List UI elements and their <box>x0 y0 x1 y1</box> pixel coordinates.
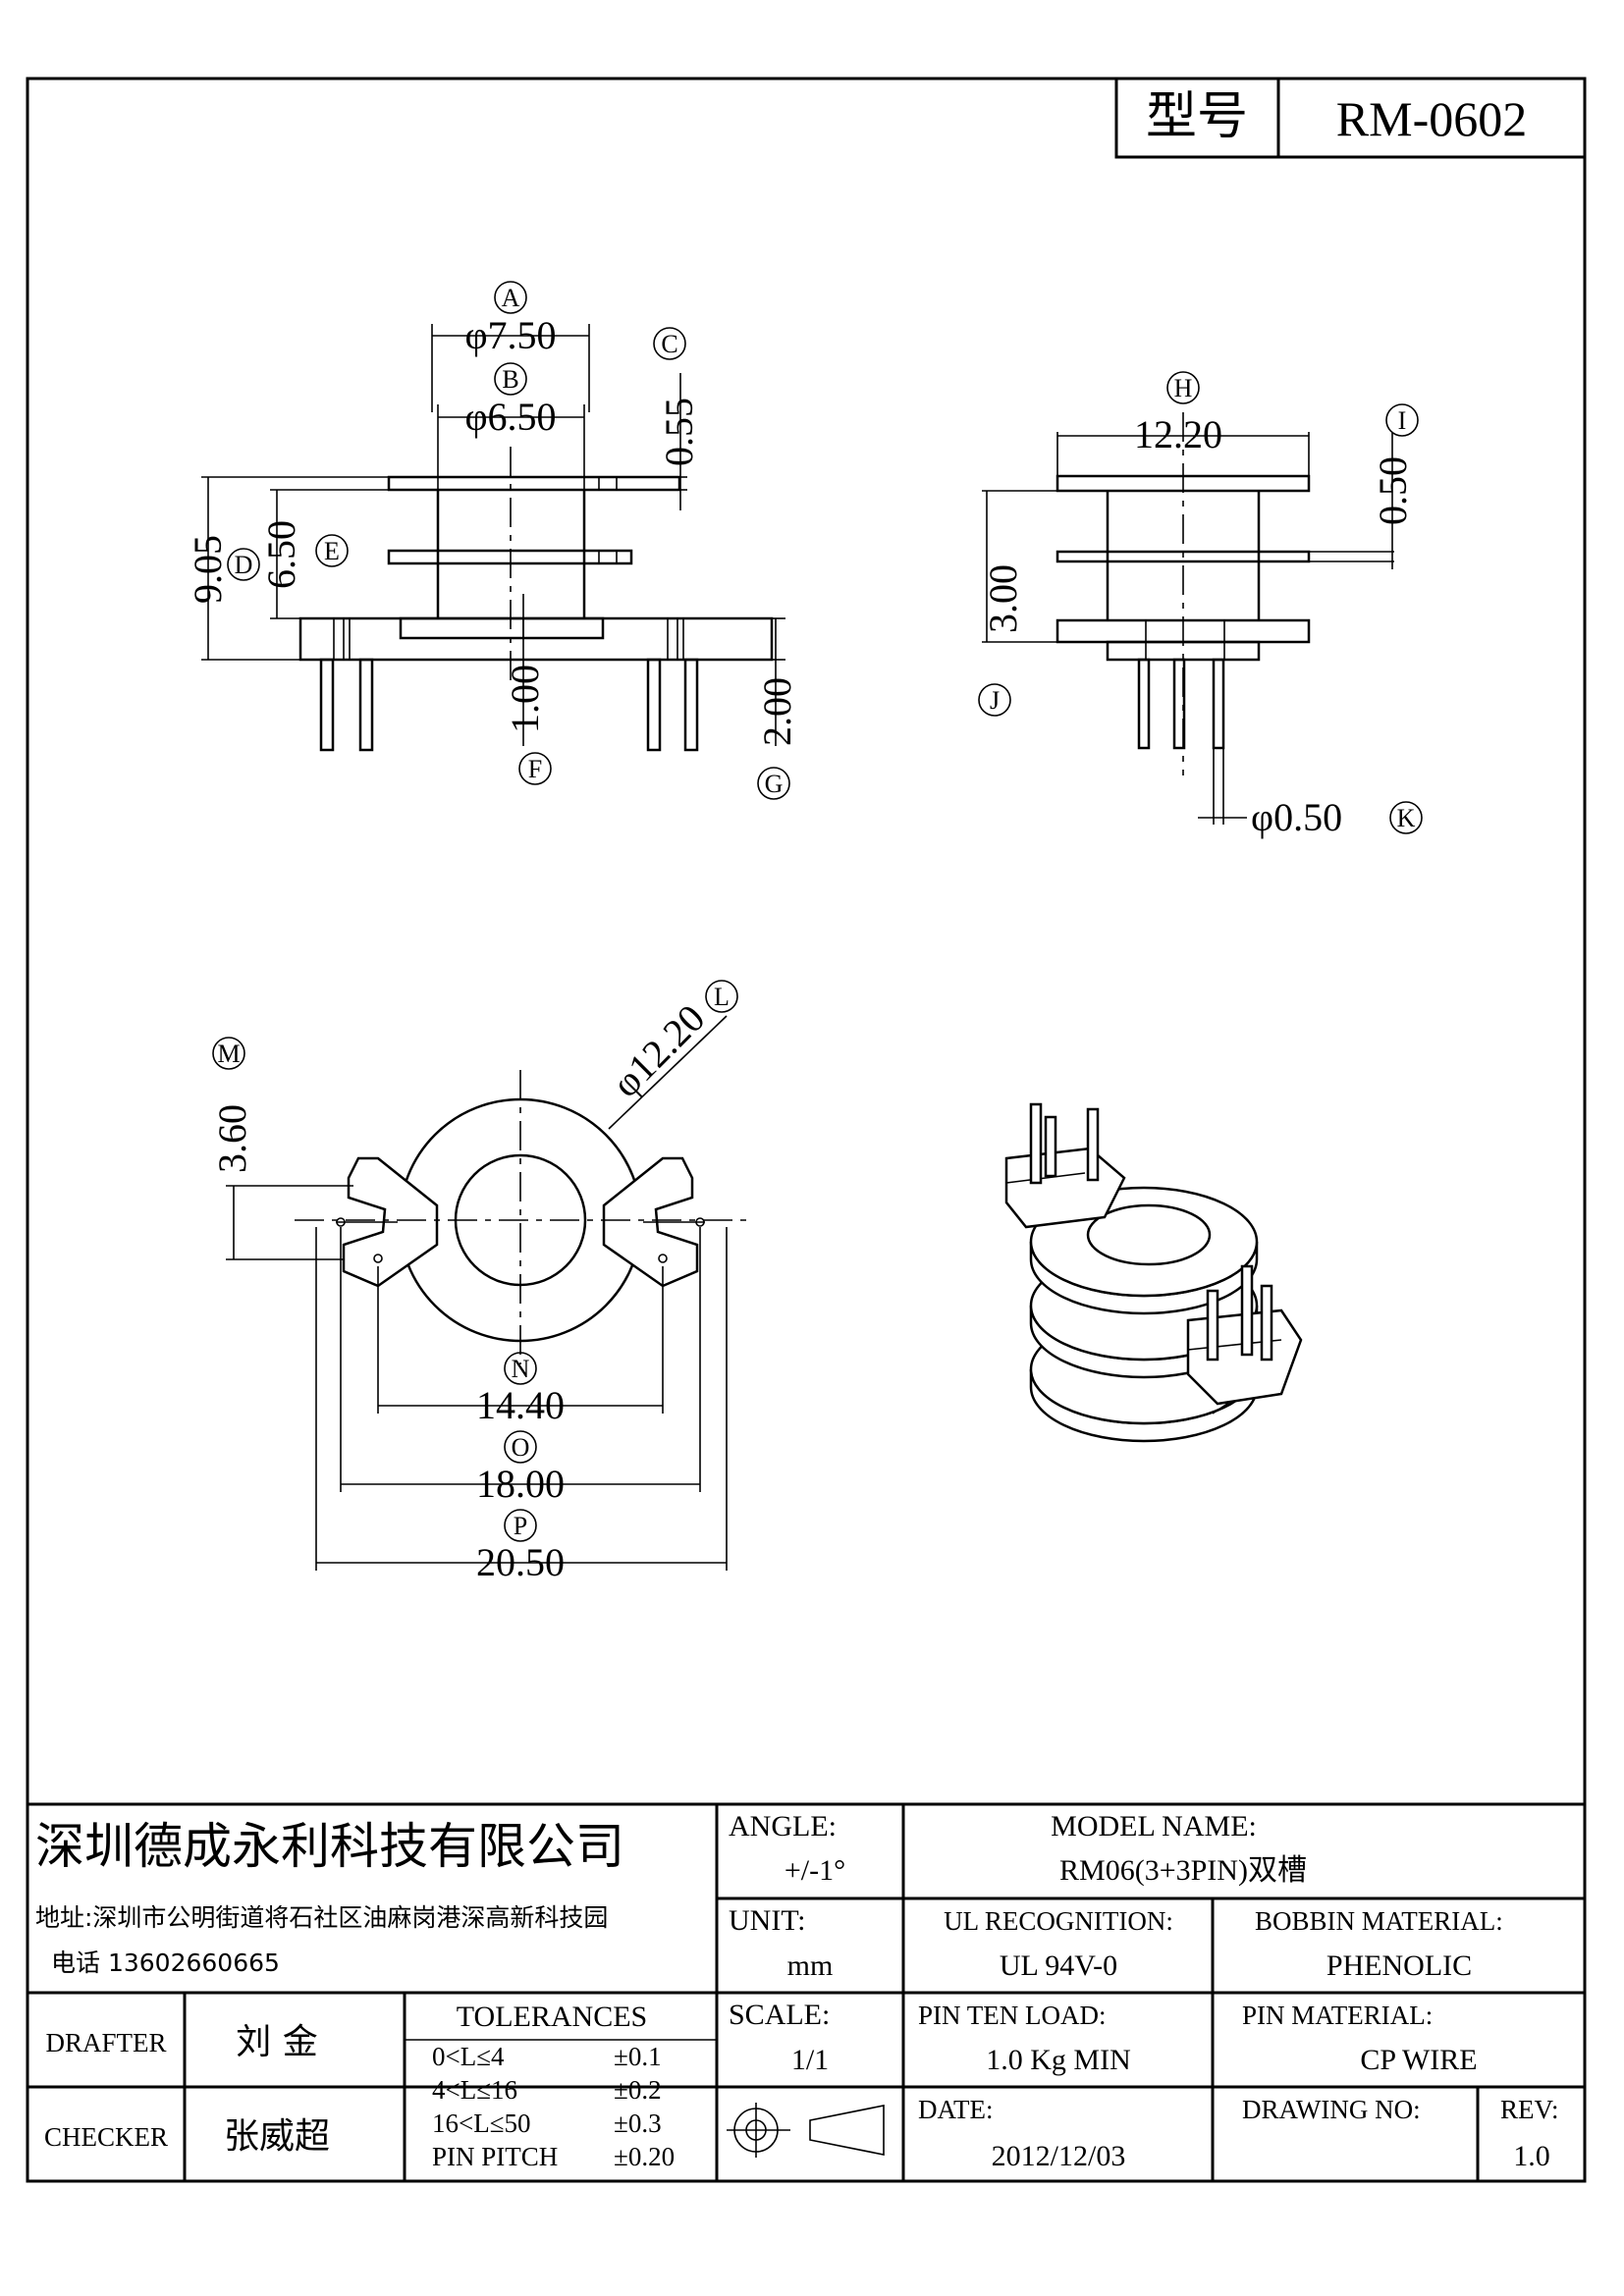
dim-D-letter: D <box>235 551 253 579</box>
model-name-label: MODEL NAME: <box>1051 1810 1257 1842</box>
dim-H-value: 12.20 <box>1134 412 1222 456</box>
dim-G-letter: G <box>765 770 784 798</box>
dim-C-letter: C <box>661 330 677 358</box>
dim-A-value: φ7.50 <box>464 313 556 357</box>
tolerance-range-1: 0<L≤4 <box>432 2042 505 2071</box>
dim-G-value: 2.00 <box>755 677 799 746</box>
dim-J-value: 3.00 <box>981 564 1025 633</box>
bobbin-material-label: BOBBIN MATERIAL: <box>1255 1906 1503 1936</box>
dim-A-letter: A <box>502 284 520 312</box>
dim-O-value: 18.00 <box>476 1462 565 1506</box>
dim-K-value: φ0.50 <box>1251 795 1342 839</box>
model-label: 型号 <box>1146 87 1248 146</box>
drafter-name: 刘 金 <box>236 2022 317 2062</box>
dim-K-letter: K <box>1397 804 1416 832</box>
dim-P-value: 20.50 <box>476 1540 565 1584</box>
ul-label: UL RECOGNITION: <box>944 1906 1173 1936</box>
rev-label: REV: <box>1500 2095 1559 2124</box>
pin-load-label: PIN TEN LOAD: <box>918 2001 1107 2030</box>
tolerance-value-4: ±0.20 <box>614 2142 675 2171</box>
scale-value: 1/1 <box>791 2044 829 2076</box>
isometric-view <box>1004 1102 1303 1443</box>
company-name: 深圳德成永利科技有限公司 <box>35 1818 624 1875</box>
front-view <box>298 447 774 752</box>
scale-label: SCALE: <box>729 1999 830 2031</box>
dim-F-letter: F <box>528 755 542 783</box>
tolerance-value-2: ±0.2 <box>614 2075 662 2105</box>
tolerance-range-2: 4<L≤16 <box>432 2075 517 2105</box>
title-block: 深圳德成永利科技有限公司 地址:深圳市公明街道将石社区油麻岗港深高新科技园 电话… <box>27 1802 1585 2181</box>
angle-label: ANGLE: <box>729 1810 837 1842</box>
dim-N-value: 14.40 <box>476 1383 565 1427</box>
dim-H-letter: H <box>1174 374 1193 402</box>
dim-L-letter: L <box>714 983 730 1011</box>
side-view-dimensions: 12.20 H 0.50 I 3.00 J φ0.50 K <box>978 371 1423 839</box>
unit-value: mm <box>787 1949 834 1982</box>
company-address: 地址:深圳市公明街道将石社区油麻岗港深高新科技园 <box>35 1903 608 1932</box>
angle-value: +/-1° <box>785 1854 845 1887</box>
dim-I-value: 0.50 <box>1371 456 1415 525</box>
bobbin-material-value: PHENOLIC <box>1326 1949 1472 1982</box>
top-view <box>295 1070 751 1364</box>
date-value: 2012/12/03 <box>992 2140 1126 2172</box>
dim-I-letter: I <box>1398 406 1407 435</box>
pin-material-label: PIN MATERIAL: <box>1242 2001 1433 2030</box>
tolerance-range-4: PIN PITCH <box>432 2142 558 2171</box>
checker-name: 张威超 <box>224 2116 330 2157</box>
dim-D-value: 9.05 <box>186 535 230 604</box>
dim-N-letter: N <box>512 1355 530 1383</box>
tolerance-value-3: ±0.3 <box>614 2109 662 2138</box>
model-name-value: RM06(3+3PIN)双槽 <box>1059 1854 1307 1887</box>
front-view-dimensions: φ7.50 A φ6.50 B 0.55 C 9.05 D 6.50 E 1.0 <box>186 281 799 800</box>
dim-O-letter: O <box>512 1433 530 1462</box>
drawing-no-label: DRAWING NO: <box>1242 2095 1421 2124</box>
drafter-label: DRAFTER <box>45 2028 166 2057</box>
dim-C-value: 0.55 <box>657 398 701 466</box>
dim-B-letter: B <box>502 365 518 394</box>
tolerance-value-1: ±0.1 <box>614 2042 662 2071</box>
dim-E-value: 6.50 <box>259 520 303 589</box>
dim-J-letter: J <box>990 686 1000 715</box>
dim-M-letter: M <box>217 1040 240 1068</box>
side-view <box>1056 412 1311 775</box>
date-label: DATE: <box>918 2095 994 2124</box>
projection-symbol-icon <box>727 2103 885 2158</box>
checker-label: CHECKER <box>44 2122 168 2152</box>
model-code: RM-0602 <box>1336 91 1527 146</box>
pin-load-value: 1.0 Kg MIN <box>986 2044 1131 2076</box>
company-phone: 电话 13602660665 <box>51 1949 280 1977</box>
model-header-box: 型号 RM-0602 <box>1114 77 1587 159</box>
dim-L-value: φ12.20 <box>604 996 714 1106</box>
dim-P-letter: P <box>514 1512 527 1540</box>
dim-E-letter: E <box>324 537 340 565</box>
pin-material-value: CP WIRE <box>1360 2044 1477 2076</box>
unit-label: UNIT: <box>729 1904 806 1937</box>
sheet-border <box>26 77 1587 2183</box>
dim-F-value: 1.00 <box>503 665 547 733</box>
dim-M-value: 3.60 <box>210 1104 254 1173</box>
tolerance-range-3: 16<L≤50 <box>432 2109 531 2138</box>
ul-value: UL 94V-0 <box>1000 1949 1117 1982</box>
dim-B-value: φ6.50 <box>464 395 556 439</box>
rev-value: 1.0 <box>1513 2140 1550 2172</box>
tolerances-label: TOLERANCES <box>457 2001 647 2033</box>
